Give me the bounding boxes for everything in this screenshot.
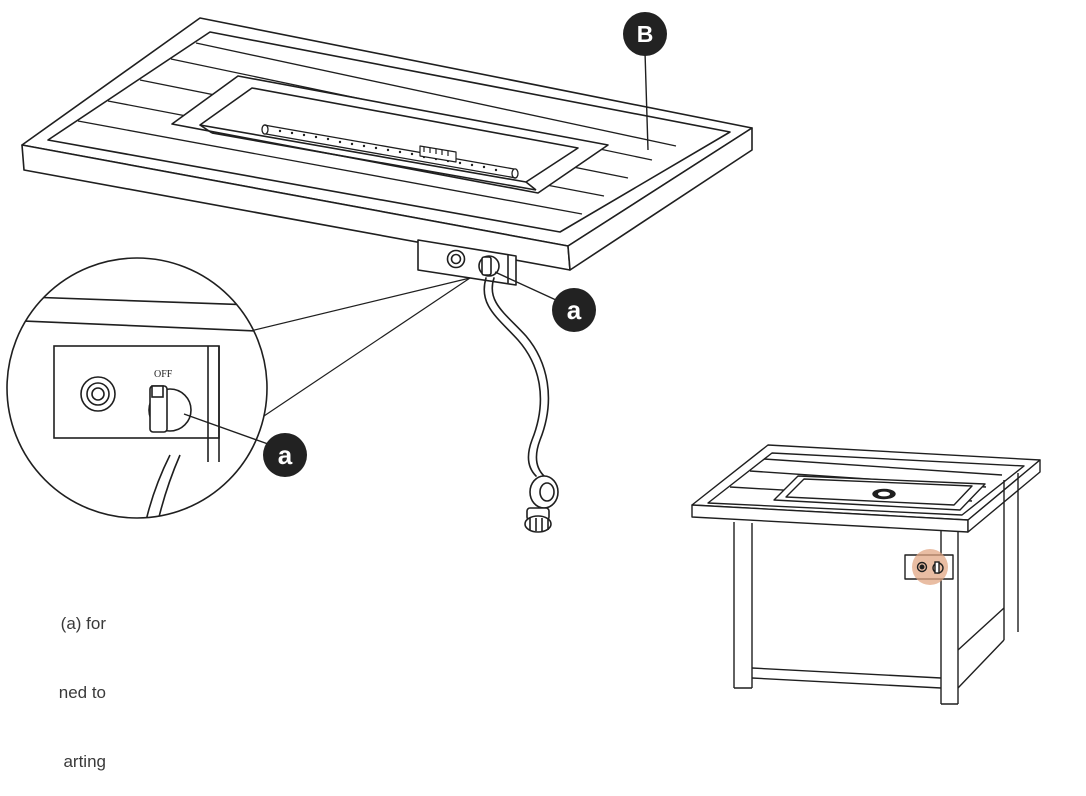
zoom-ignition-button	[80, 376, 116, 412]
part-b-label: B	[637, 21, 654, 47]
control-a-label: a	[567, 295, 582, 325]
zoom-connector-lines	[237, 277, 471, 421]
ignition-button	[446, 249, 466, 269]
control-a-badge: a	[552, 288, 596, 332]
part-b-leader	[644, 51, 649, 151]
gas-hose	[483, 277, 550, 477]
zoom-off-label: OFF	[154, 369, 173, 380]
control-a-leader	[494, 271, 557, 301]
small-table-illustration	[691, 444, 1041, 705]
table-top-illustration	[21, 17, 753, 286]
control-highlight	[912, 549, 948, 585]
instruction-line-1: (a) for	[60, 614, 106, 633]
zoom-a-label: a	[278, 440, 293, 470]
zoom-a-badge: a	[263, 433, 307, 477]
burner-opening-frame	[171, 75, 609, 194]
zoom-a-leader	[183, 413, 269, 445]
burner-opening-inner	[199, 87, 579, 183]
part-b-badge: B	[623, 12, 667, 56]
assembly-diagram: OFF B	[6, 12, 1041, 705]
igniter-block	[419, 145, 457, 163]
table-inner-frame	[47, 31, 731, 233]
small-control-knobs	[916, 561, 944, 574]
instruction-line-2: ned to	[58, 683, 106, 702]
gas-regulator	[524, 475, 559, 533]
instruction-line-3: arting	[63, 752, 106, 771]
instruction-text: (a) for ned to arting	[0, 566, 106, 796]
zoom-detail: OFF	[6, 257, 268, 519]
zoom-control-panel	[53, 345, 220, 439]
control-knob	[478, 255, 500, 277]
burner-tube	[261, 124, 519, 179]
zoom-circle-border	[6, 257, 268, 519]
table-right-edge	[567, 127, 753, 271]
zoom-control-knob	[148, 385, 192, 433]
